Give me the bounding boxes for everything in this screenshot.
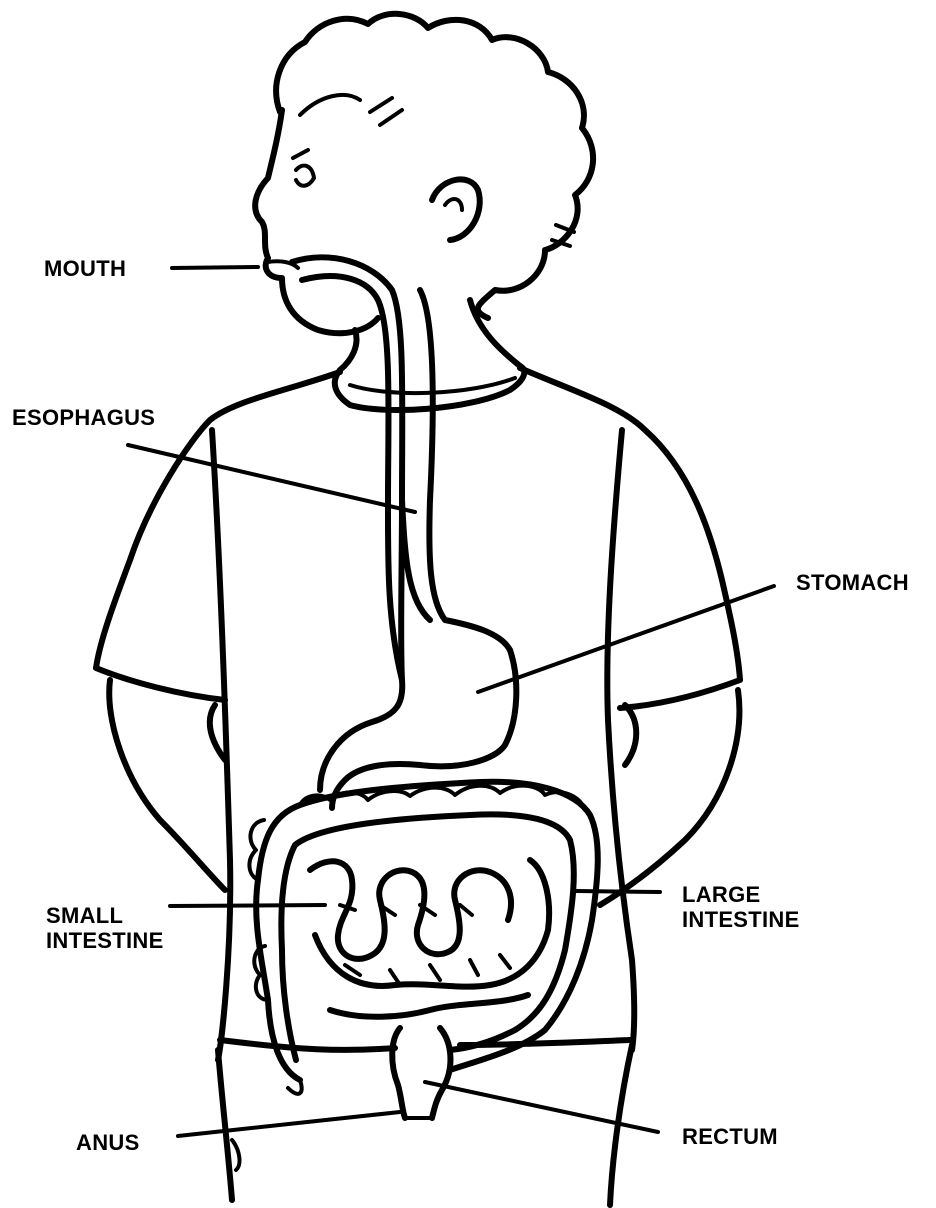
mouth-leader [172,267,258,268]
stomach-organ [402,500,430,620]
left-arm [109,680,225,890]
label-rectum: RECTUM [682,1124,778,1149]
ear [432,179,480,240]
label-stomach: STOMACH [796,570,909,595]
label-mouth: MOUTH [44,256,126,281]
large-intestine-leader [576,891,660,892]
hair [276,14,593,318]
small-intestine-coils [310,860,549,1017]
eye [296,166,314,186]
anus-leader [178,1112,400,1136]
small-intestine-leader [170,905,325,906]
label-anus: ANUS [76,1130,140,1155]
label-small-intestine: SMALL INTESTINE [46,903,164,953]
label-large-intestine-line1: LARGE [682,882,800,907]
label-large-intestine-line2: INTESTINE [682,907,800,932]
shirt [96,368,740,708]
stomach-leader [478,586,774,692]
rectum-organ [392,1028,450,1118]
label-small-intestine-line1: SMALL [46,903,164,928]
label-esophagus: ESOPHAGUS [12,405,155,430]
face-profile [255,110,378,333]
label-large-intestine: LARGE INTESTINE [682,882,800,932]
label-small-intestine-line2: INTESTINE [46,928,164,953]
